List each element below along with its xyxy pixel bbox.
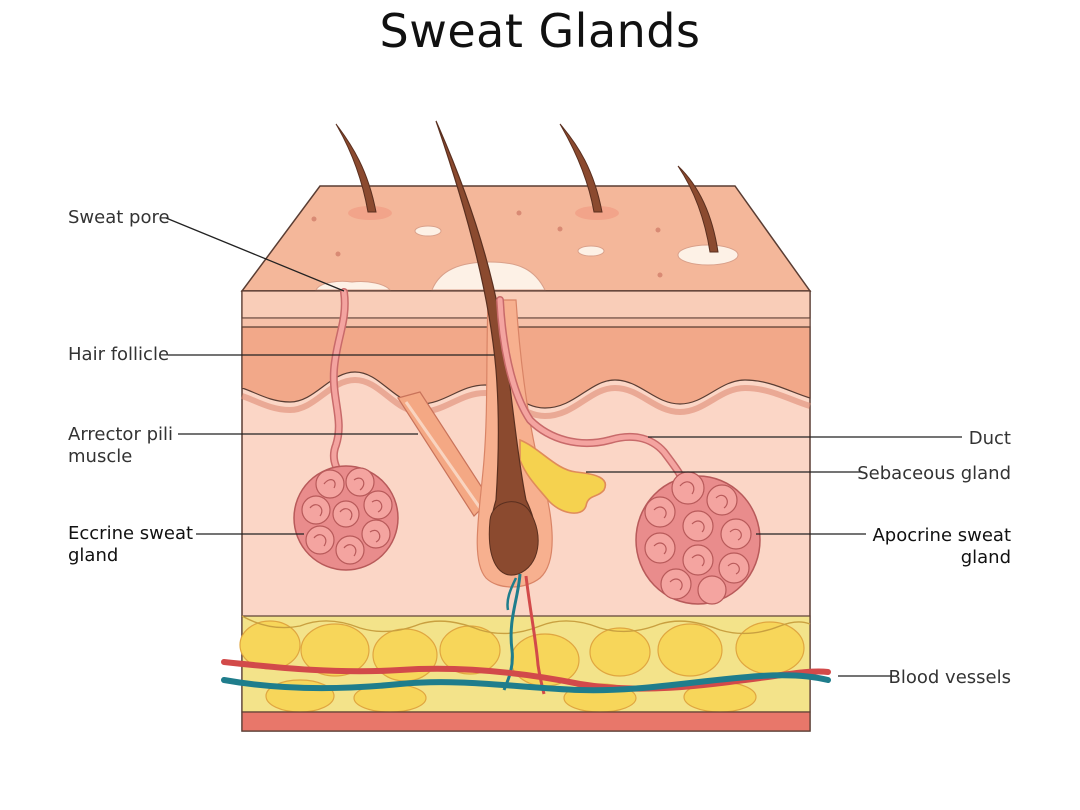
capillary-vein (502, 573, 522, 691)
label-eccrine-line2: gland (68, 545, 119, 566)
label-arrector-pili: Arrector pili muscle (68, 424, 173, 468)
label-sweat-pore: Sweat pore (68, 207, 170, 228)
hair-shaft (677, 165, 719, 253)
label-apocrine-sweat-gland: Apocrine sweat gland (872, 525, 1011, 569)
label-sebaceous-gland: Sebaceous gland (857, 463, 1011, 484)
surface-pore (677, 244, 739, 266)
label-duct: Duct (968, 428, 1011, 449)
apocrine-sweat-gland (635, 471, 761, 605)
label-arrector-pili-line1: Arrector pili (68, 424, 173, 445)
label-hair-follicle: Hair follicle (68, 344, 170, 365)
leader-sweat-pore (165, 217, 345, 292)
surface-pore (348, 206, 392, 220)
label-eccrine-sweat-gland: Eccrine sweat gland (68, 523, 193, 567)
label-apocrine-line2: gland (960, 547, 1011, 568)
page-title: Sweat Glands (379, 4, 701, 58)
surface-pore (577, 245, 605, 257)
label-eccrine-line1: Eccrine sweat (68, 523, 194, 544)
label-apocrine-line1: Apocrine sweat (872, 525, 1011, 546)
label-blood-vessels: Blood vessels (888, 667, 1011, 688)
hypodermis-base (241, 711, 811, 732)
surface-pore (414, 225, 442, 237)
surface-pore (575, 206, 619, 220)
hair-shaft (559, 123, 603, 213)
sebaceous-gland (519, 438, 607, 514)
eccrine-sweat-gland (293, 465, 399, 571)
label-arrector-pili-line2: muscle (68, 446, 133, 467)
hair-shaft (335, 123, 377, 213)
vein (221, 672, 831, 694)
